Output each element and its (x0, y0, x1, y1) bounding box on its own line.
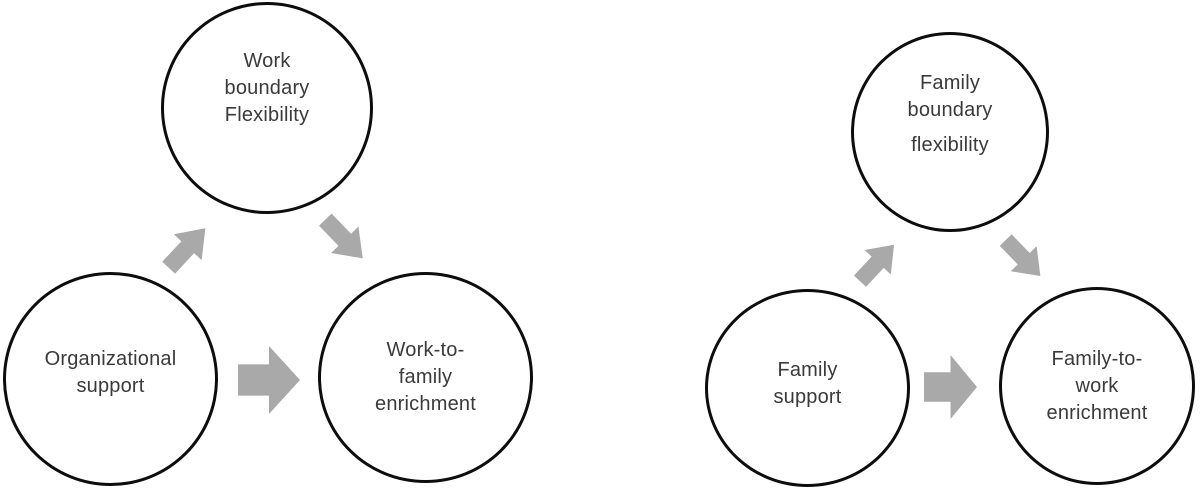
node-family-boundary-flexibility: Family boundary flexibility (851, 32, 1049, 232)
label-line: Family-to- (1051, 347, 1143, 370)
label-line: support (773, 386, 842, 408)
arrow-up-right-icon (155, 215, 220, 280)
label-line: Work-to- (386, 339, 465, 361)
label-line: boundary (907, 98, 993, 121)
node-work-boundary-flexibility: Work boundary Flexibility (161, 2, 373, 214)
arrow-down-right-icon (993, 228, 1054, 289)
label-line: flexibility (911, 133, 989, 156)
label-line: support (76, 375, 145, 397)
label-line: Family (919, 71, 981, 94)
node-organizational-support-label: Organizational support (45, 346, 177, 400)
node-work-to-family-enrichment: Work-to- family enrichment (318, 272, 533, 483)
node-work-boundary-flexibility-label: Work boundary Flexibility (225, 48, 310, 129)
node-work-to-family-enrichment-label: Work-to- family enrichment (375, 337, 476, 418)
label-line: Family (777, 359, 838, 381)
node-family-support-label: Family support (773, 357, 841, 411)
node-family-to-work-enrichment-label: Family-to- work enrichment (1047, 346, 1148, 427)
node-organizational-support: Organizational support (3, 272, 218, 486)
arrow-up-right-icon (847, 232, 907, 293)
label-line: boundary (224, 76, 310, 99)
arrow-right-icon (238, 346, 300, 414)
label-line: Flexibility (224, 103, 310, 126)
node-family-to-work-enrichment: Family-to- work enrichment (999, 287, 1195, 485)
label-line: Organizational (44, 348, 177, 370)
arrow-right-icon (924, 355, 977, 419)
label-line: family (398, 366, 453, 388)
label-line: work (1075, 374, 1119, 397)
node-family-boundary-flexibility-label: Family boundary flexibility (908, 70, 993, 159)
node-family-support: Family support (705, 289, 910, 487)
label-line: enrichment (1046, 401, 1148, 424)
label-line: Work (243, 49, 291, 72)
label-line: enrichment (375, 393, 476, 415)
arrow-down-right-icon (312, 206, 377, 271)
